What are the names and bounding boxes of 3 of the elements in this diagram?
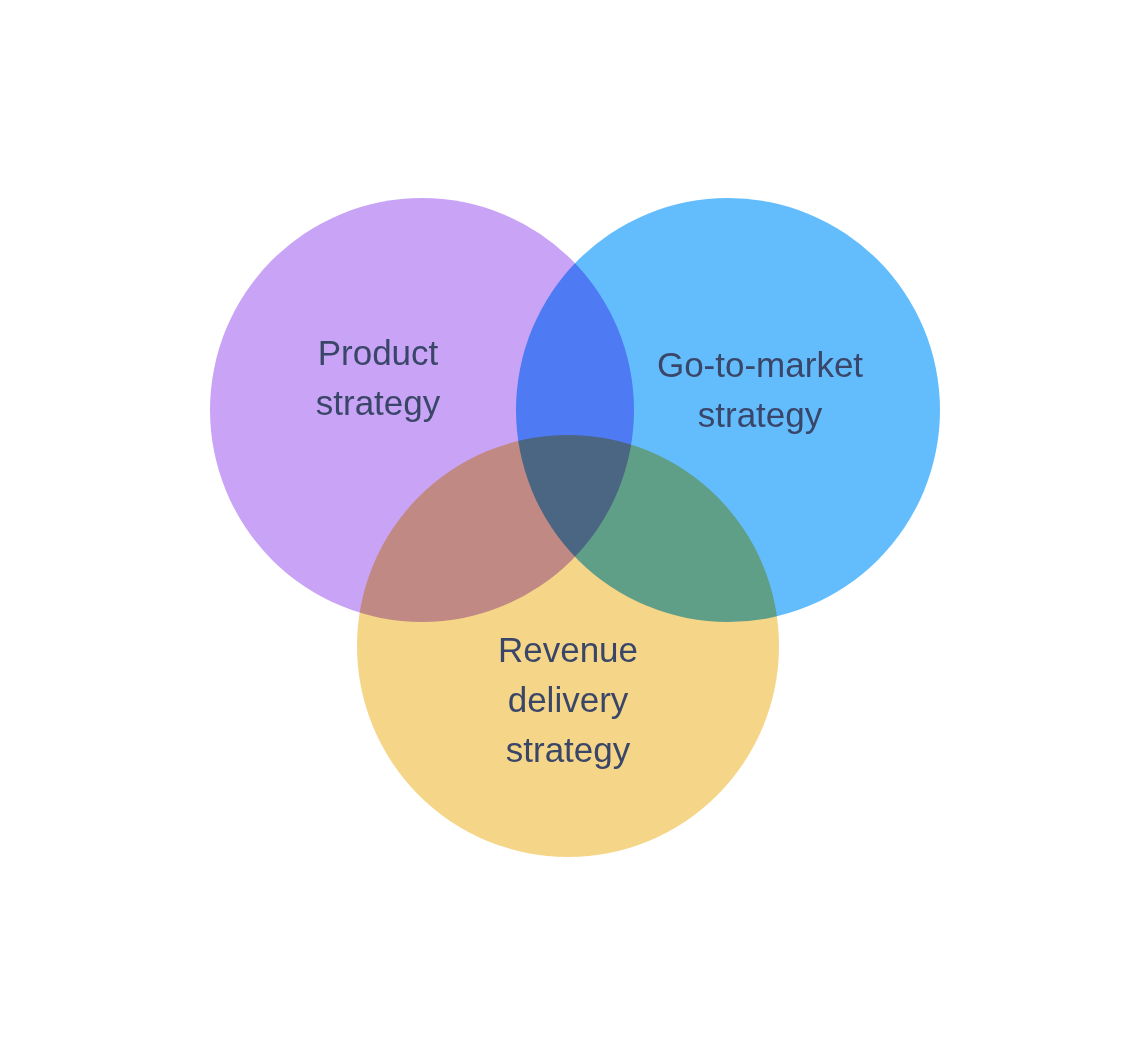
circle-label: Product strategy [314,332,442,424]
circle-label: Revenue delivery strategy [496,629,640,771]
circle-label: Go-to-market strategy [655,344,865,436]
